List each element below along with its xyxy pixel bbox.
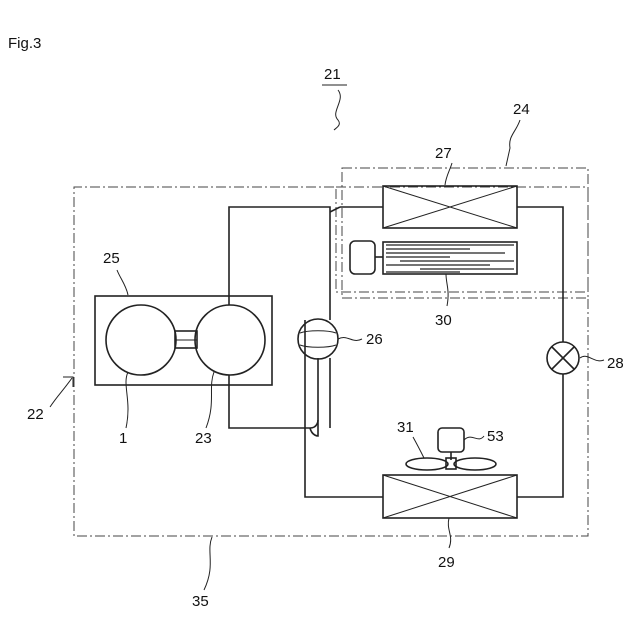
label-25-leader [117,270,128,295]
label-24: 24 [513,101,530,118]
label-1-leader [126,372,128,428]
label-26-leader [338,338,362,341]
label-25: 25 [103,250,120,267]
label-23-leader [206,372,214,428]
indoor-fan-motor [350,241,375,274]
label-27: 27 [435,145,452,162]
label-29: 29 [438,554,455,571]
label-30-leader [446,274,448,306]
label-24-leader [506,120,520,166]
pipe-joint [330,207,340,212]
label-27-leader [445,163,452,185]
label-53: 53 [487,428,504,445]
label-53-leader [464,436,484,440]
compressor [195,305,265,375]
fan-blade-left [406,458,448,470]
label-29-leader [448,518,450,548]
fan-blade-right [454,458,496,470]
label-1: 1 [119,430,127,447]
liquid-pipe-to-outdoor-hx [517,374,563,497]
label-21: 21 [324,66,341,83]
figure-label: Fig.3 [8,35,41,52]
label-26: 26 [366,331,383,348]
four-way-valve [298,319,338,359]
label-31: 31 [397,419,414,436]
label-21-leader [334,90,340,130]
motor [106,305,176,375]
fan-motor [438,428,464,452]
outdoor-unit-boundary [74,187,588,536]
label-35-leader [204,537,212,590]
label-30: 30 [435,312,452,329]
discharge-pipe [229,207,330,320]
label-35: 35 [192,593,209,610]
label-31-leader [413,437,424,458]
indoor-liquid-pipe [517,207,563,342]
label-28: 28 [607,355,624,372]
label-28-leader [580,356,604,361]
label-22: 22 [27,406,44,423]
label-22-leader [50,378,72,407]
indoor-fan-blade-lines [386,245,514,272]
label-23: 23 [195,430,212,447]
